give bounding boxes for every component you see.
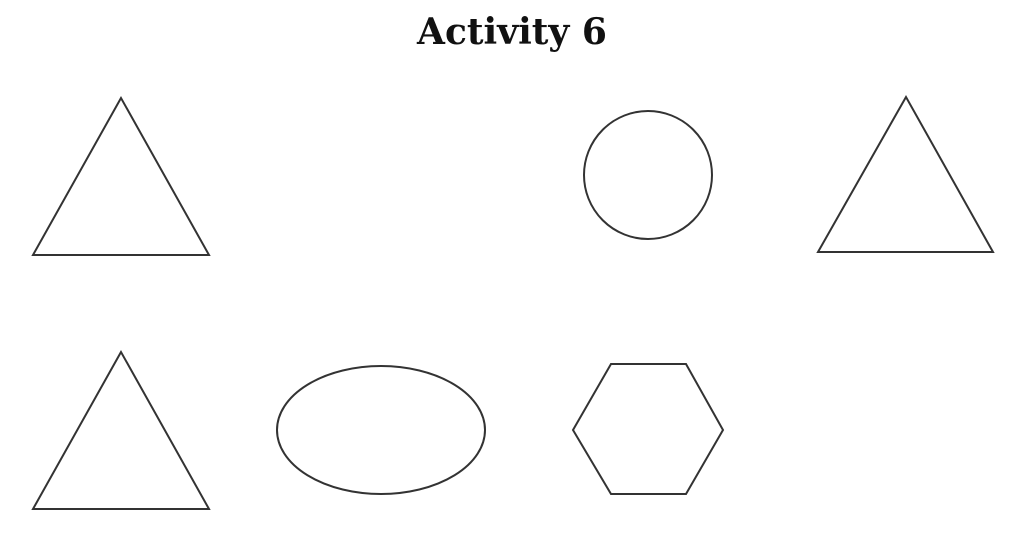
ellipse-shape (276, 365, 486, 495)
triangle-shape (31, 95, 211, 256)
triangle-shape (31, 349, 211, 510)
hexagon-shape (571, 363, 725, 495)
triangle-shape (816, 94, 995, 253)
circle-shape (583, 110, 713, 240)
page-title: Activity 6 (417, 11, 607, 53)
